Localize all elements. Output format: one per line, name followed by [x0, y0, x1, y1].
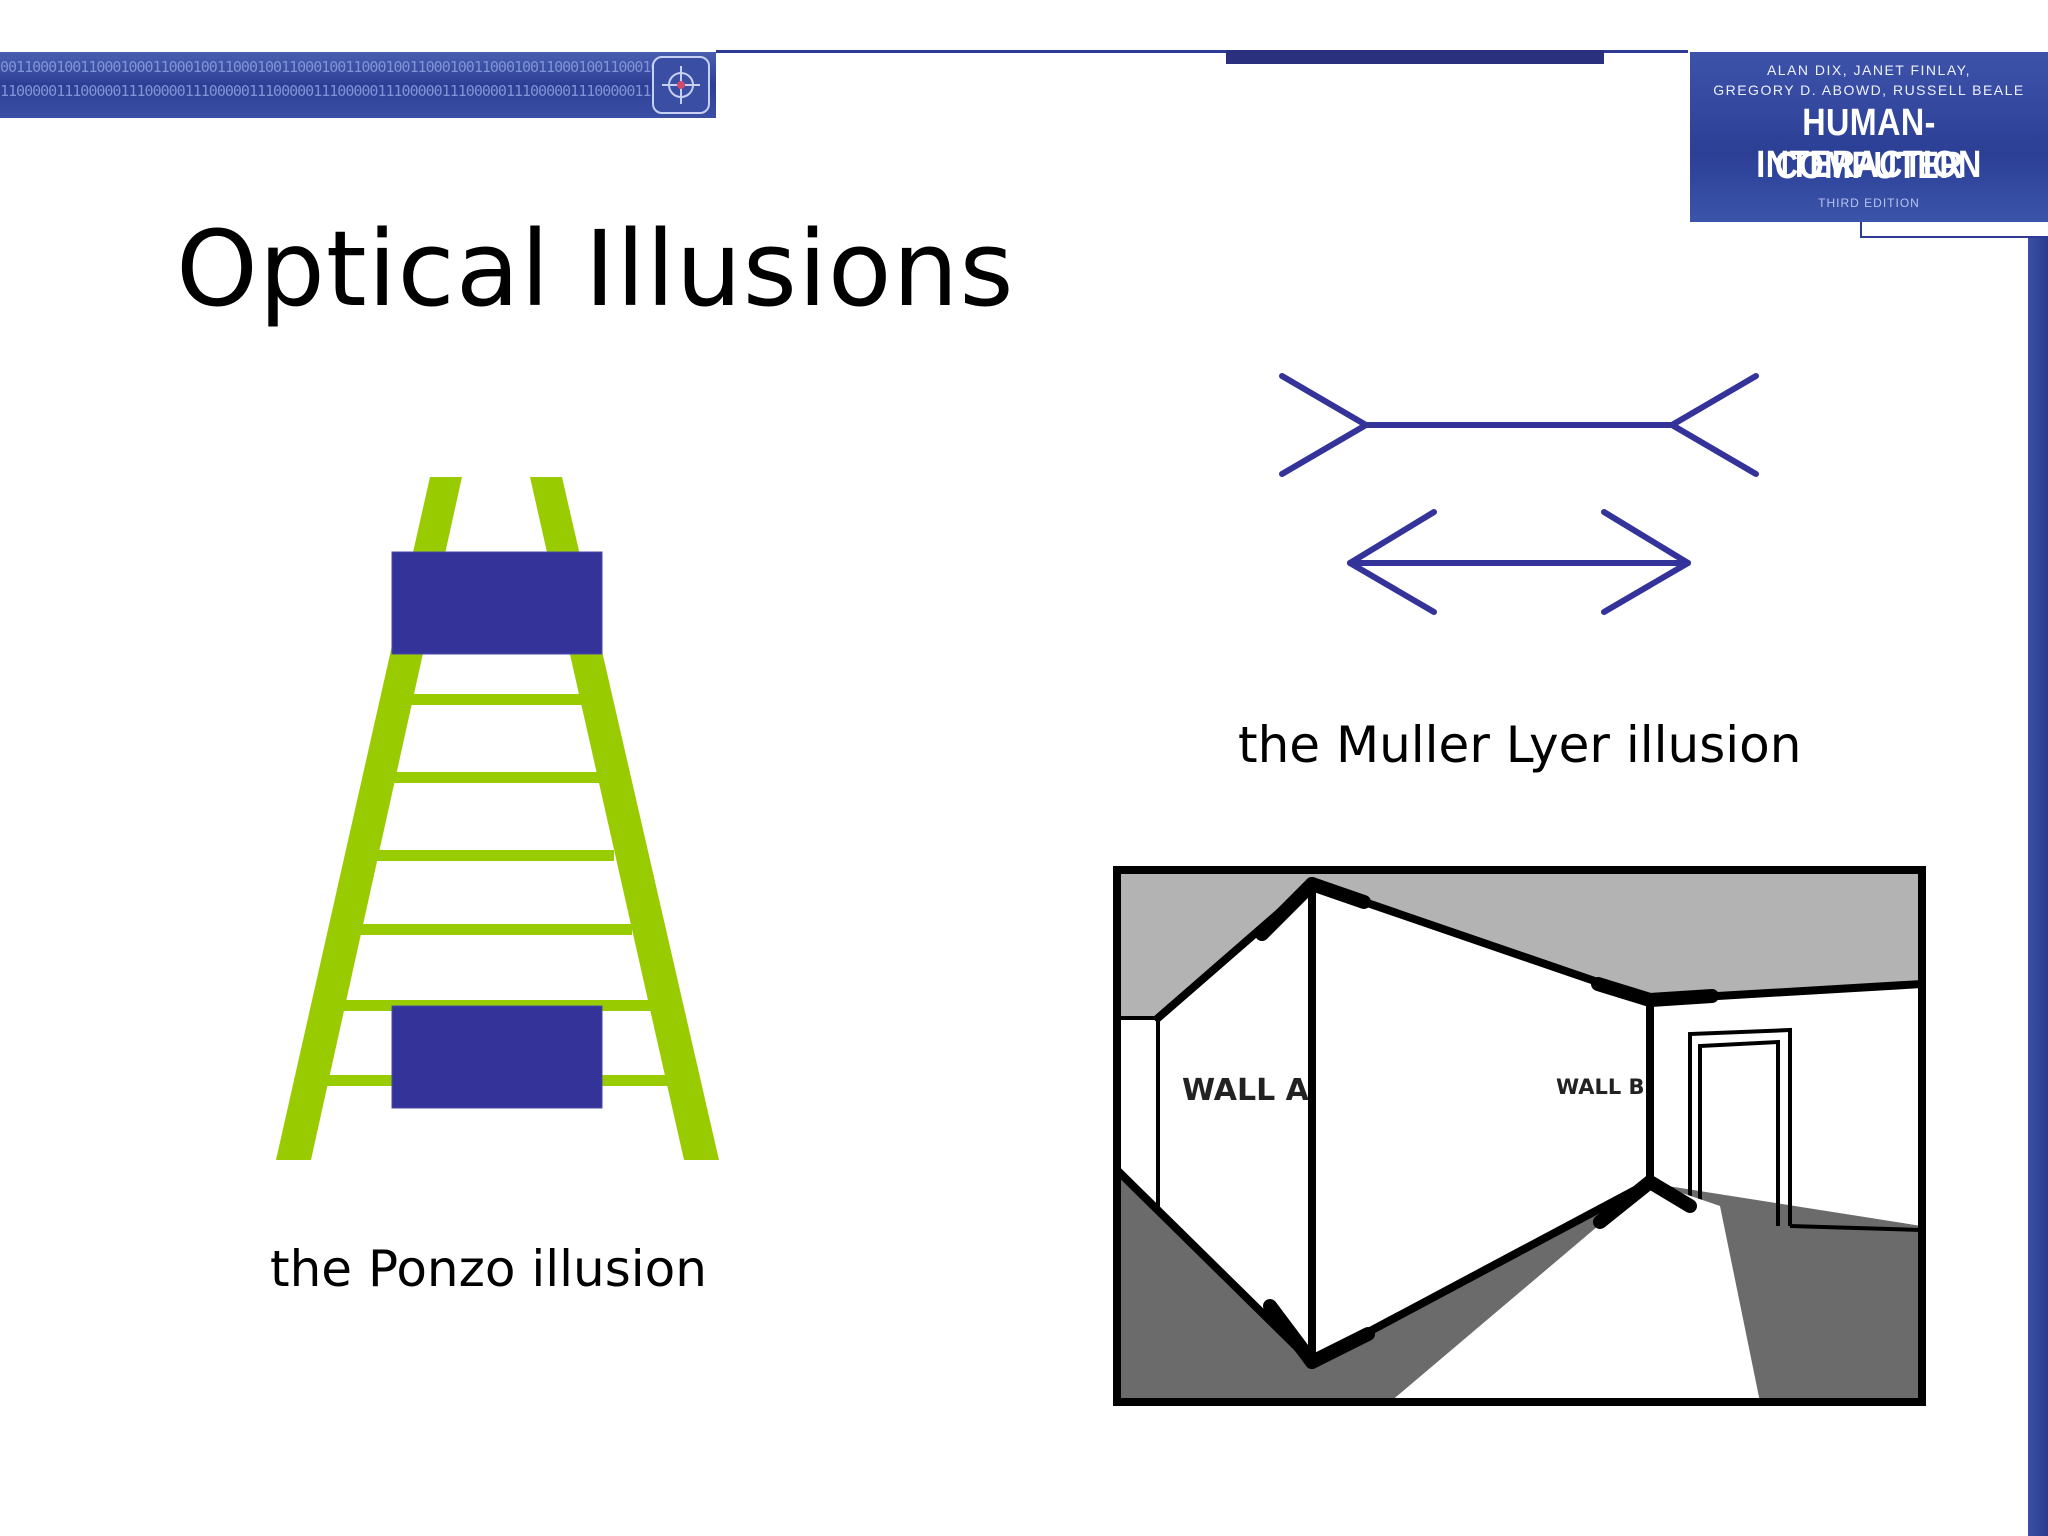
banner-binary-row: 0011000100110001000110001001100010011000…	[0, 58, 684, 76]
logo-edition: THIRD EDITION	[1818, 196, 1920, 210]
ponzo-top-box	[391, 551, 603, 655]
top-rule	[716, 50, 1688, 53]
wall-b-label: WALL B	[1556, 1075, 1645, 1099]
ponzo-bottom-box	[391, 1005, 603, 1109]
page-title: Optical Illusions	[176, 208, 1015, 330]
muller-lyer-caption: the Muller Lyer illusion	[1238, 716, 1802, 774]
book-cover-logo: ALAN DIX, JANET FINLAY, GREGORY D. ABOWD…	[1690, 52, 2048, 222]
right-edge-bar	[2028, 238, 2048, 1536]
wall-a-label: WALL A	[1182, 1073, 1310, 1108]
logo-underline	[1860, 222, 2048, 238]
logo-authors-line: GREGORY D. ABOWD, RUSSELL BEALE	[1713, 82, 2025, 98]
logo-title-line: INTERACTION	[1756, 144, 1982, 186]
ponzo-caption: the Ponzo illusion	[270, 1240, 707, 1298]
logo-title-line: HUMAN-COMPUTER	[1774, 102, 1964, 187]
logo-authors-line: ALAN DIX, JANET FINLAY,	[1766, 62, 1972, 78]
banner-emblem-icon	[652, 56, 710, 114]
binary-banner: 0011000100110001000110001001100010011000…	[0, 52, 716, 118]
banner-binary-row: 1100000111000001110000011100000111000001…	[0, 82, 684, 100]
top-bar-accent	[1226, 50, 1604, 64]
